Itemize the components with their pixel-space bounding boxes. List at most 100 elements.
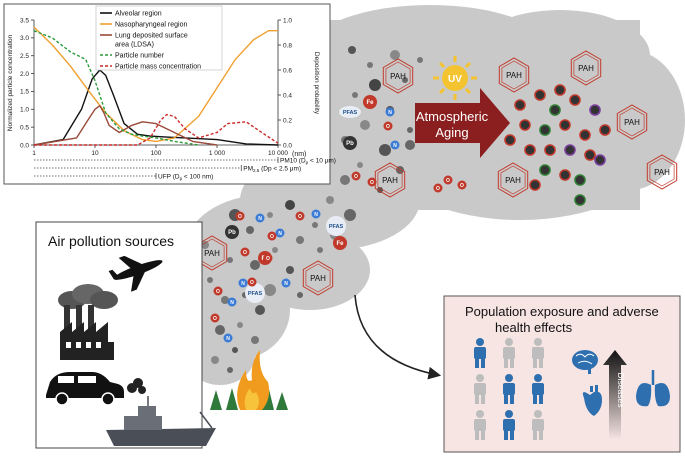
particle-dot <box>201 241 209 249</box>
pah-inner-ring <box>573 53 599 83</box>
y2-axis-label: Deposition probability <box>313 52 320 115</box>
oxygen-particle-label: O <box>370 180 374 186</box>
lead-particle: Pb <box>343 136 357 150</box>
oxygen-particle-label: O <box>213 316 217 322</box>
uv-sun: UV <box>433 56 477 100</box>
nitrogen-particle-label: N <box>278 231 282 237</box>
particle-dot <box>405 140 415 150</box>
population-people <box>474 338 544 440</box>
particle-dot <box>232 347 238 353</box>
person-leg <box>504 430 508 440</box>
person-icon <box>474 338 486 368</box>
oxygen-particle-disc <box>443 175 453 185</box>
forest-fire-icon <box>210 350 288 410</box>
aged-particle <box>529 179 541 191</box>
sources-panel: Air pollution sources <box>35 221 288 449</box>
nitrogen-particle-disc <box>238 278 248 288</box>
person-leg <box>539 394 543 404</box>
oxygen-particle: O <box>295 211 305 221</box>
person-leg <box>475 358 479 368</box>
particle-dot <box>207 277 213 283</box>
pah-label: PAH <box>578 64 594 73</box>
pfas-particle-disc <box>245 283 265 303</box>
series-line <box>33 69 279 146</box>
person-icon <box>532 338 544 368</box>
y2-tick-label: 0.4 <box>283 92 292 99</box>
sources-title: Air pollution sources <box>48 233 174 249</box>
pah-ring <box>382 58 414 94</box>
person-leg <box>475 430 479 440</box>
legend-label: Particle number <box>115 53 165 60</box>
pah-hexagon: PAH <box>382 58 414 94</box>
person-torso <box>532 419 544 431</box>
particle-dot <box>255 305 265 315</box>
particle-dot <box>297 292 303 298</box>
aged-particle <box>579 129 591 141</box>
pah-ring <box>498 57 530 93</box>
oxygen-particle-disc <box>247 277 257 287</box>
particle-dot <box>402 77 408 83</box>
person-icon <box>503 410 515 440</box>
pah-inner-ring <box>500 165 526 195</box>
aged-particle <box>574 174 586 186</box>
diseases-label: Diseases <box>616 373 626 408</box>
aged-particle <box>564 144 576 156</box>
uv-label: UV <box>448 74 462 85</box>
y-tick-label: 3.0 <box>20 35 29 42</box>
oxygen-particle-disc <box>367 177 377 187</box>
legend-box <box>95 5 223 71</box>
particle-dot <box>286 266 294 274</box>
particle-dot <box>272 247 278 253</box>
exposure-arrow <box>354 294 442 380</box>
oxygen-particle: O <box>267 231 277 241</box>
particle-dot <box>250 260 260 270</box>
series-line <box>34 113 279 146</box>
particle-dot <box>211 356 219 364</box>
oxygen-particle-label: O <box>386 124 390 130</box>
aged-particle <box>539 164 551 176</box>
legend-label: Alveolar region <box>115 11 162 18</box>
pah-inner-ring <box>619 107 645 137</box>
aging-label-line1: Atmospheric <box>416 109 489 124</box>
ship-icon <box>106 396 216 446</box>
nitrogen-particle: N <box>385 107 395 117</box>
oxygen-particle: O <box>351 171 361 181</box>
legend-label: area (LDSA) <box>115 42 154 49</box>
oxygen-particle-label: O <box>250 280 254 286</box>
particle-dot <box>215 325 225 335</box>
person-leg <box>504 394 508 404</box>
particle-dot <box>407 127 413 133</box>
brain-icon <box>572 350 598 374</box>
atmospheric-aging-arrow: Atmospheric Aging <box>415 88 510 158</box>
x-tick-label: 1 <box>32 150 36 157</box>
lungs-icon <box>636 370 670 407</box>
oxygen-particle-disc <box>351 171 361 181</box>
y2-tick-label: 0.6 <box>283 67 292 74</box>
person-icon <box>474 410 486 440</box>
particle-dot <box>369 79 381 91</box>
pah-hexagon: PAH <box>570 50 602 86</box>
x-axis-unit: (nm) <box>292 151 306 158</box>
pah-inner-ring <box>501 60 527 90</box>
person-leg <box>475 394 479 404</box>
chart-series <box>33 26 279 146</box>
y2-tick-label: 0.2 <box>283 117 292 124</box>
person-torso <box>474 419 486 431</box>
pah-hexagon: PAH <box>646 154 678 190</box>
lead-particle: Pb <box>225 225 239 239</box>
series-line <box>33 30 199 146</box>
particle-dot <box>390 50 400 60</box>
oxygen-particle: O <box>213 286 223 296</box>
aged-particle <box>574 194 586 206</box>
pah-ring <box>374 162 406 198</box>
aged-particle <box>514 99 526 111</box>
person-head <box>505 338 513 346</box>
person-torso <box>532 383 544 395</box>
nitrogen-particle-disc <box>223 333 233 343</box>
nitrogen-particle: N <box>223 333 233 343</box>
particle-dot <box>367 62 373 68</box>
iron-particle-label: Fe <box>336 241 344 247</box>
person-leg <box>539 430 543 440</box>
